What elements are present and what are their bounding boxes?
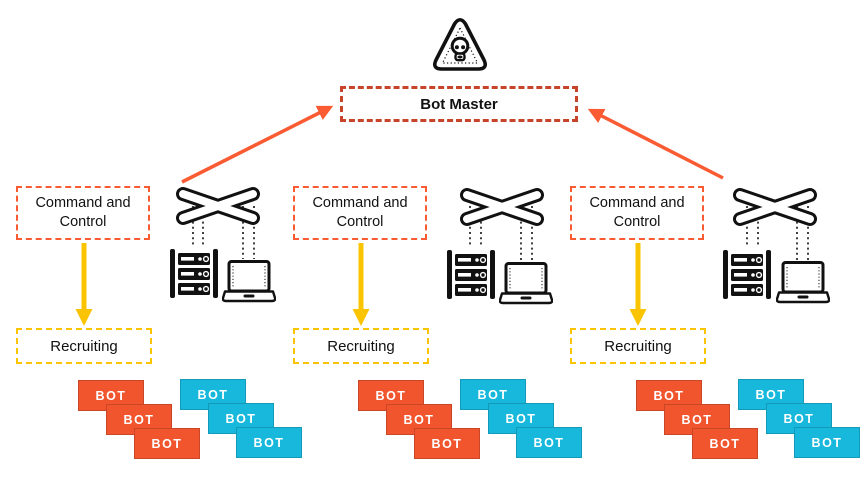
server-rack-icon-3 xyxy=(723,250,771,299)
skull-warning-icon xyxy=(433,17,487,71)
command-and-control-box-3: Command and Control xyxy=(570,186,704,240)
arrow-right-switch-to-botmaster xyxy=(587,108,724,180)
laptop-icon-1 xyxy=(222,260,276,303)
laptop-icon-2 xyxy=(499,262,553,305)
network-switch-icon-1 xyxy=(176,187,260,225)
bot-master-box: Bot Master xyxy=(340,86,578,122)
bot-card: BOT xyxy=(692,428,758,459)
arrow-left-switch-to-botmaster xyxy=(181,105,334,184)
command-and-control-box-2: Command and Control xyxy=(293,186,427,240)
server-rack-icon-2 xyxy=(447,250,495,299)
recruiting-box-2: Recruiting xyxy=(293,328,429,364)
bot-card: BOT xyxy=(794,427,860,458)
recruiting-box-1: Recruiting xyxy=(16,328,152,364)
command-and-control-box-1: Command and Control xyxy=(16,186,150,240)
bot-card: BOT xyxy=(516,427,582,458)
laptop-icon-3 xyxy=(776,261,830,304)
network-switch-icon-3 xyxy=(733,188,817,226)
bot-card: BOT xyxy=(134,428,200,459)
server-rack-icon-1 xyxy=(170,249,218,298)
recruiting-box-3: Recruiting xyxy=(570,328,706,364)
bot-card: BOT xyxy=(236,427,302,458)
bot-card: BOT xyxy=(414,428,480,459)
network-switch-icon-2 xyxy=(460,188,544,226)
